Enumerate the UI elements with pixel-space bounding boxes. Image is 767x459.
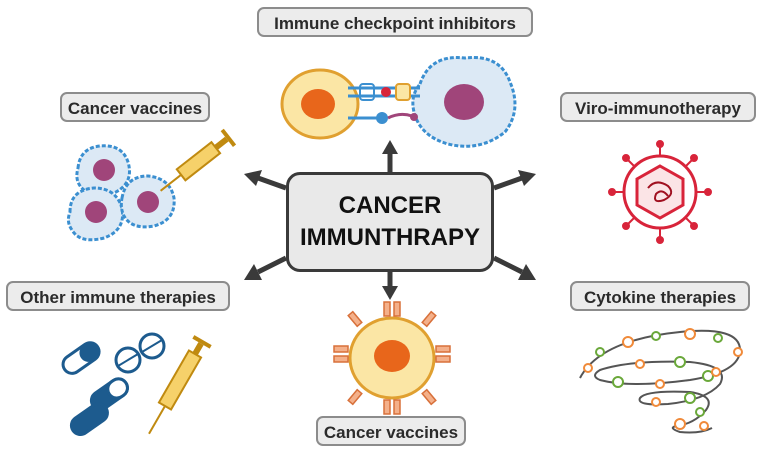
virus-icon bbox=[608, 140, 712, 244]
arrow-lower-left bbox=[256, 255, 288, 275]
label-other-immune-therapies: Other immune therapies bbox=[6, 281, 230, 311]
checkpoint-inhibitor-icon bbox=[280, 56, 517, 148]
pills-syringe-icon bbox=[61, 332, 212, 436]
label-viro-immunotherapy: Viro-immunotherapy bbox=[560, 92, 756, 122]
arrow-lower-right bbox=[492, 255, 524, 275]
arrow-upper-left bbox=[257, 175, 287, 191]
label-cytokine-therapies: Cytokine therapies bbox=[570, 281, 750, 311]
tumor-cells-icon bbox=[66, 128, 237, 242]
arrow-upper-left-head bbox=[244, 170, 262, 186]
arrow-upper-right bbox=[493, 175, 523, 191]
label-cancer-vaccines-bottom: Cancer vaccines bbox=[316, 416, 466, 446]
label-immune-checkpoint-inhibitors: Immune checkpoint inhibitors bbox=[257, 7, 533, 37]
arrows bbox=[244, 140, 536, 300]
arrow-upper-right-head bbox=[518, 170, 536, 186]
center-title-line1: CANCER bbox=[338, 192, 442, 219]
arrow-up-head bbox=[382, 140, 398, 154]
arrow-lower-right-head bbox=[518, 264, 536, 280]
label-cancer-vaccines-top: Cancer vaccines bbox=[60, 92, 210, 122]
cytokine-spiral-icon bbox=[579, 328, 743, 434]
center-title-line2: IMMUNTHRAPY bbox=[300, 224, 480, 251]
arrow-lower-left-head bbox=[244, 264, 262, 280]
center-title-box: CANCER IMMUNTHRAPY bbox=[286, 172, 494, 272]
antibody-cell-icon bbox=[333, 301, 451, 415]
arrow-down-head bbox=[382, 286, 398, 300]
